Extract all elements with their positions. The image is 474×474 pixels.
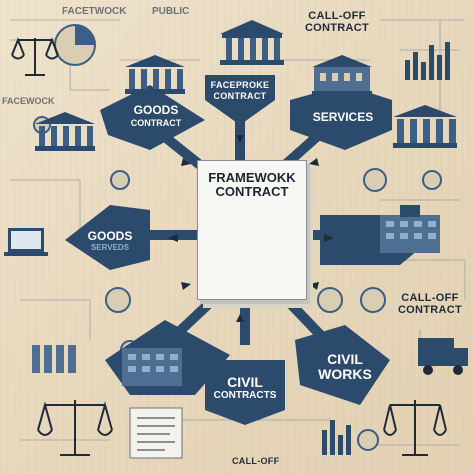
bottom-document-icon <box>129 407 183 459</box>
gear-icon <box>110 170 130 190</box>
heading-public: PUBLIC <box>152 6 190 17</box>
title-line-2: CONTRACT <box>215 184 289 199</box>
arrow-services <box>290 85 392 150</box>
civil-contracts-line2: CONTRACTS <box>213 390 277 401</box>
call-off-top-line1: CALL-OFF <box>308 10 366 22</box>
label-call-off-right: CALL-OFF CONTRACT <box>386 292 474 316</box>
label-facewock: FACEWOCK <box>2 96 55 106</box>
clock-icon <box>363 168 387 192</box>
heading-facetwock: FACETWOCK <box>62 6 127 17</box>
goods-contract-line2: CONTRACT <box>130 118 182 128</box>
laptop-icon <box>4 228 48 256</box>
government-building-icons <box>35 20 457 386</box>
scales-icon <box>11 37 59 76</box>
title-line-1: FRAMEWOKK <box>208 170 296 185</box>
label-goods-serveds: GOODS SERVEDS <box>74 230 146 254</box>
faceproke-line2: CONTRACT <box>213 91 267 101</box>
label-civil-works: CIVIL WORKS <box>305 352 385 382</box>
label-call-off-top: CALL-OFF CONTRACT <box>292 10 382 34</box>
arrow-goods-contract <box>100 85 205 150</box>
bar-chart-icon-bottom <box>322 420 351 455</box>
compass-icon <box>105 287 131 313</box>
magnifier-icon <box>360 287 386 313</box>
framework-contract-document: FRAMEWOKK CONTRACT <box>197 160 307 300</box>
bar-chart-icon <box>405 42 450 80</box>
label-faceproke-contract: FACEPROKE CONTRACT <box>205 80 275 102</box>
scales-icon-bottom-right <box>383 400 447 456</box>
civil-works-line2: WORKS <box>318 366 372 382</box>
label-call-off-bottom: CALL-OFF <box>232 456 280 466</box>
truck-icon <box>418 338 468 375</box>
label-civil-contracts: CIVIL CONTRACTS <box>205 374 285 402</box>
framework-contract-title: FRAMEWOKK CONTRACT <box>198 171 306 199</box>
pie-slice <box>75 25 95 45</box>
label-goods-contract: GOODS CONTRACT <box>114 104 198 130</box>
label-services: SERVICES <box>312 110 374 124</box>
bar-chart-icon-left <box>32 345 76 373</box>
settings-icon <box>422 170 442 190</box>
goods-contract-line1: GOODS <box>133 103 179 117</box>
civil-works-line1: CIVIL <box>327 351 363 367</box>
civil-contracts-line1: CIVIL <box>227 374 263 390</box>
arrow-civil-works <box>295 325 390 405</box>
call-off-right-line1: CALL-OFF <box>401 292 459 304</box>
arrow-goods-serveds <box>65 205 150 270</box>
goods-serveds-line2: SERVEDS <box>90 243 130 252</box>
scales-icon-bottom-left <box>37 400 113 456</box>
arrow-faceproke-contract <box>205 75 275 125</box>
call-off-top-line2: CONTRACT <box>304 22 370 34</box>
goods-serveds-line1: GOODS <box>87 229 133 243</box>
arrow-civil-contracts <box>205 360 285 425</box>
globe-icon-bottom <box>357 429 379 451</box>
faceproke-line1: FACEPROKE <box>210 80 270 90</box>
target-icon <box>317 287 343 313</box>
call-off-right-line2: CONTRACT <box>397 304 463 316</box>
